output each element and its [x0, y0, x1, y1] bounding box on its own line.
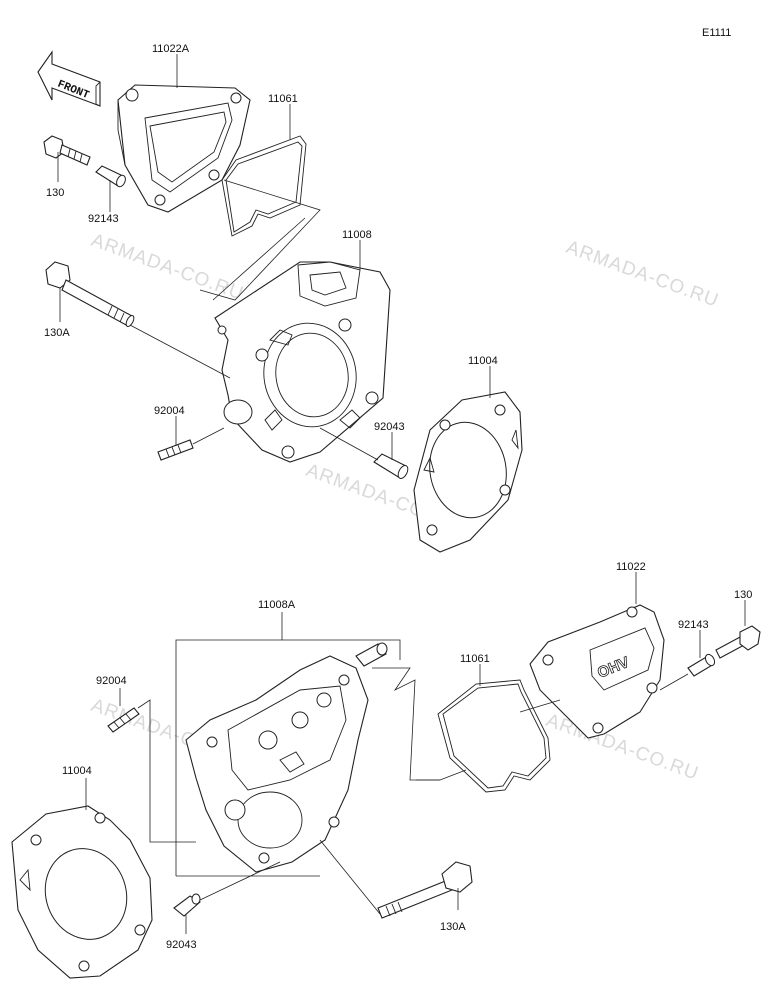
label-92043-top: 92043	[374, 421, 405, 433]
bottom-head-gasket	[11, 805, 153, 979]
top-head-gasket	[413, 391, 523, 553]
label-130-bottom: 130	[734, 589, 752, 601]
bottom-head-dowel	[173, 893, 201, 917]
label-92143-top: 92143	[88, 213, 119, 225]
part-labels: 11022A 11061 130 92143 11008 130A 92004 …	[44, 43, 752, 951]
top-valve-cover	[117, 84, 251, 213]
top-cylinder-head	[214, 261, 391, 463]
label-11004-bottom: 11004	[62, 765, 92, 777]
top-head-dowel	[373, 453, 409, 479]
label-92043-bottom: 92043	[166, 939, 197, 951]
label-92143-bottom: 92143	[678, 619, 709, 631]
label-11061-top: 11061	[268, 93, 298, 105]
label-11008A: 11008A	[258, 599, 296, 611]
leader-lines	[57, 54, 746, 934]
label-11061-bottom: 11061	[460, 653, 490, 665]
front-arrow-icon: FRONT	[37, 50, 101, 107]
bottom-head-pin	[355, 642, 388, 667]
top-dowel	[95, 165, 126, 188]
diagram-code: E1111	[702, 27, 731, 39]
label-130A-top: 130A	[44, 327, 70, 339]
label-11022: 11022	[616, 561, 646, 573]
label-130A-bottom: 130A	[440, 921, 466, 933]
bottom-dowel	[687, 653, 716, 677]
top-stud	[157, 439, 194, 461]
bottom-stud	[107, 707, 140, 733]
bottom-bolt	[715, 625, 761, 659]
label-11004-top: 11004	[468, 355, 498, 367]
label-92004-top: 92004	[154, 405, 185, 417]
top-cover-gasket	[221, 135, 307, 237]
watermark-2: ARMADA-CO.RU	[563, 237, 721, 312]
bottom-long-bolt	[377, 861, 473, 919]
label-92004-bottom: 92004	[96, 675, 127, 687]
top-long-bolt	[45, 261, 135, 327]
label-11022A: 11022A	[152, 43, 190, 55]
watermark-1: ARMADA-CO.RU	[88, 230, 246, 305]
bottom-cylinder-head	[185, 655, 369, 873]
label-11008: 11008	[342, 229, 372, 241]
top-bolt	[43, 135, 91, 166]
bottom-cover-gasket	[437, 679, 551, 793]
label-130-top: 130	[46, 187, 64, 199]
bottom-valve-cover: OHV	[529, 604, 665, 739]
